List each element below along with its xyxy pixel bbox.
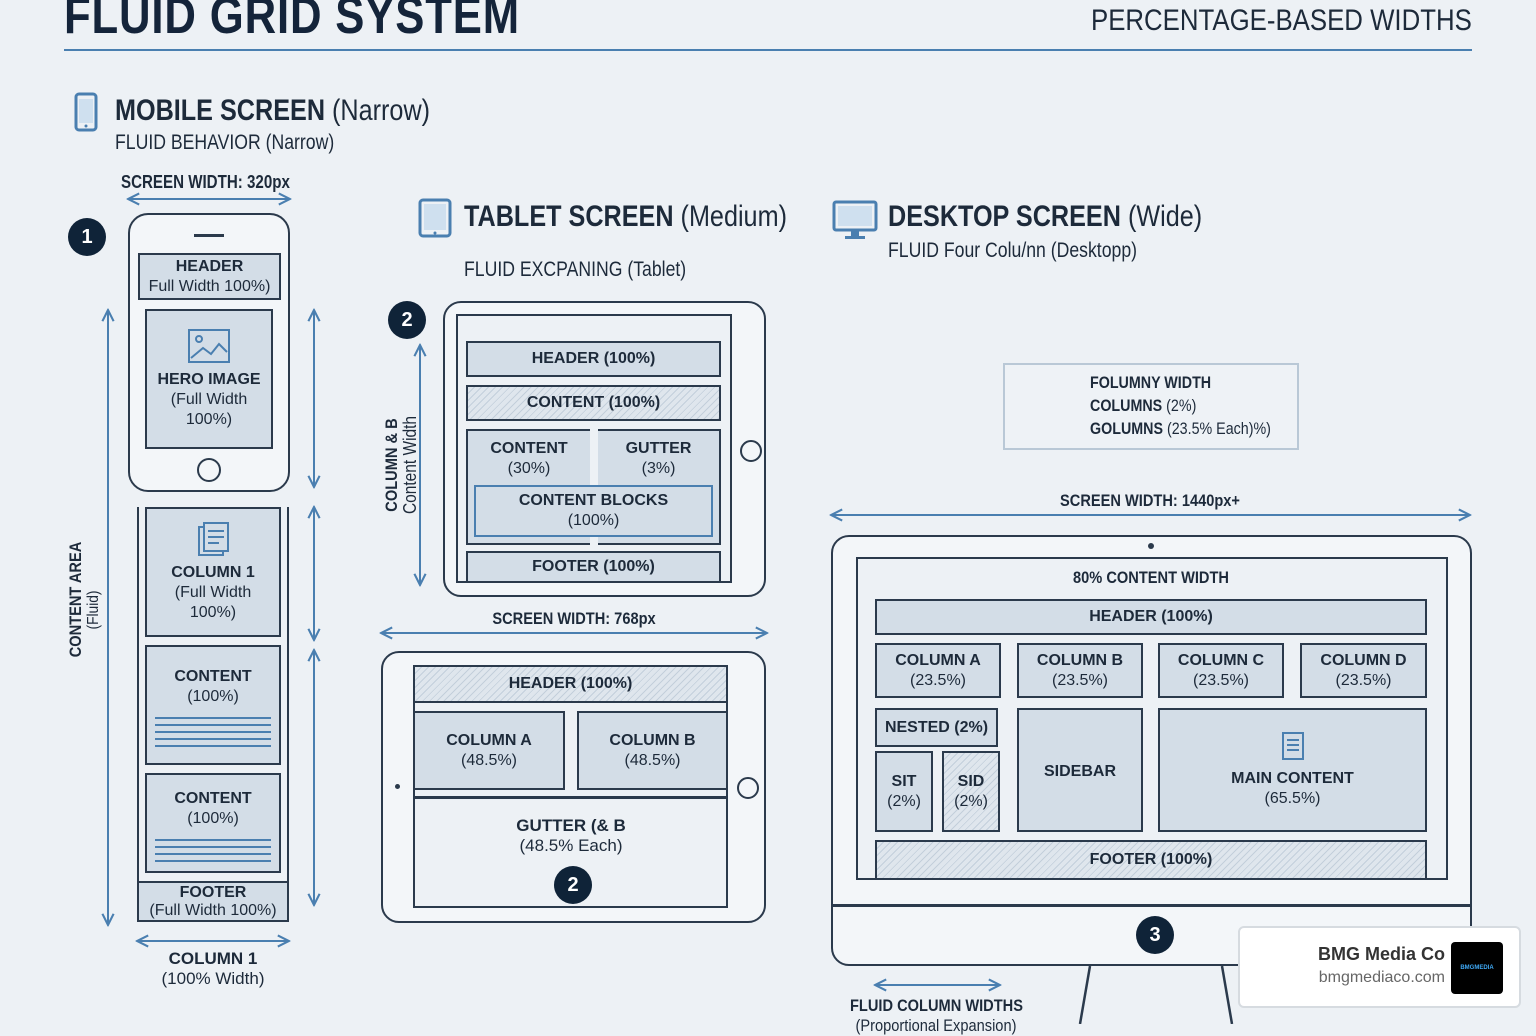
phone-lower-edge: [137, 507, 289, 922]
tablet2-header-block: HEADER (100%): [413, 665, 728, 703]
header-divider: [64, 49, 1472, 51]
tablet2-gutter-label: GUTTER (& B(48.5% Each): [516, 816, 626, 855]
desktop-column-b: COLUMN B(23.5%): [1017, 643, 1143, 698]
watermark-name: BMG Media Co: [1317, 944, 1445, 964]
smartphone-icon: [74, 92, 98, 132]
tablet-title: TABLET SCREEN (Medium): [464, 200, 787, 233]
desktop-column-d: COLUMN D(23.5%): [1300, 643, 1427, 698]
tablet-subtitle: FLUID EXCPANING (Tablet): [464, 258, 687, 281]
monitor-stand: [1078, 965, 1092, 1024]
tablet2-divider: [413, 796, 728, 799]
page-subtitle: PERCENTAGE-BASED WIDTHS: [1091, 4, 1472, 37]
tablet-side-label: COLUMN & B Content Width: [382, 415, 420, 515]
tablet-camera: [395, 784, 400, 789]
document-icon: [1281, 732, 1304, 760]
step-badge-2: 2: [388, 301, 426, 339]
monitor-stand: [1220, 965, 1234, 1024]
desktop-column-a: COLUMN A(23.5%): [875, 643, 1001, 698]
desktop-footer-block: FOOTER (100%): [875, 840, 1427, 880]
desktop-main-content-block: MAIN CONTENT(65.5%): [1158, 708, 1427, 832]
monitor-camera: [1148, 543, 1154, 549]
tablet-icon: [418, 198, 452, 238]
tablet-home-button: [740, 440, 762, 462]
mobile-footer-block: FOOTER(Full Width 100%): [137, 881, 289, 922]
mobile-title: MOBILE SCREEN (Narrow): [115, 94, 431, 127]
watermark-url: bmgmediaco.com: [1318, 969, 1445, 986]
legend-item: GOLUMNS (23.5% Each)%): [1090, 419, 1271, 438]
text-lines-icon: [155, 839, 271, 865]
step-badge-1: 1: [68, 218, 106, 256]
documents-icon: [198, 522, 229, 556]
desktop-sit-block: SIT(2%): [875, 751, 933, 832]
mobile-screen-width: SCREEN WIDTH: 320px: [121, 172, 290, 192]
legend-box: [1003, 363, 1299, 450]
image-icon: [188, 329, 230, 363]
tablet2-column-b: COLUMN B(48.5%): [577, 711, 728, 790]
tablet-footer-block: FOOTER (100%): [466, 551, 721, 583]
column1-label: COLUMN 1(100% Width): [161, 949, 265, 988]
desktop-nested-block: NESTED (2%): [875, 708, 998, 747]
content-width-label: 80% CONTENT WIDTH: [1073, 568, 1229, 587]
tablet-header-block: HEADER (100%): [466, 341, 721, 377]
watermark-logo: BMGMEDIA: [1451, 942, 1503, 994]
step-badge-3: 3: [1136, 916, 1174, 954]
tablet-content-block: CONTENT (100%): [466, 385, 721, 421]
phone-speaker: [194, 234, 224, 237]
monitor-icon: [832, 200, 878, 239]
desktop-sid-block: SID(2%): [942, 751, 1000, 832]
fluid-column-widths-label: FLUID COLUMN WIDTHS (Proportional Expans…: [850, 996, 1023, 1035]
desktop-header-block: HEADER (100%): [875, 599, 1427, 635]
desktop-title: DESKTOP SCREEN (Wide): [888, 200, 1203, 233]
monitor-chin-line: [833, 904, 1470, 907]
tablet-screen-width: SCREEN WIDTH: 768px: [492, 609, 656, 628]
tablet2-column-a: COLUMN A(48.5%): [413, 711, 565, 790]
watermark-card[interactable]: BMG Media Co bmgmediaco.com BMGMEDIA: [1238, 926, 1521, 1008]
page-title: FLUID GRID SYSTEM: [64, 0, 520, 45]
step-badge-2b: 2: [554, 866, 592, 904]
legend-item: FOLUMNY WIDTH: [1090, 373, 1212, 392]
content-area-label: CONTENT AREA (Fluid): [66, 541, 102, 658]
desktop-column-c: COLUMN C(23.5%): [1158, 643, 1284, 698]
tablet-content-blocks: CONTENT BLOCKS(100%): [474, 485, 713, 537]
phone-home-button: [197, 458, 221, 482]
desktop-sidebar-block: SIDEBAR: [1017, 708, 1143, 832]
mobile-content-block: CONTENT(100%): [145, 645, 281, 765]
text-lines-icon: [155, 717, 271, 751]
mobile-subtitle: FLUID BEHAVIOR (Narrow): [115, 131, 335, 154]
mobile-content-block: CONTENT(100%): [145, 773, 281, 873]
desktop-subtitle: FLUID Four Colu/nn (Desktopp): [888, 239, 1138, 262]
tablet-home-button: [737, 777, 759, 799]
desktop-screen-width: SCREEN WIDTH: 1440px+: [1060, 491, 1240, 510]
legend-item: COLUMNS (2%): [1090, 396, 1197, 415]
